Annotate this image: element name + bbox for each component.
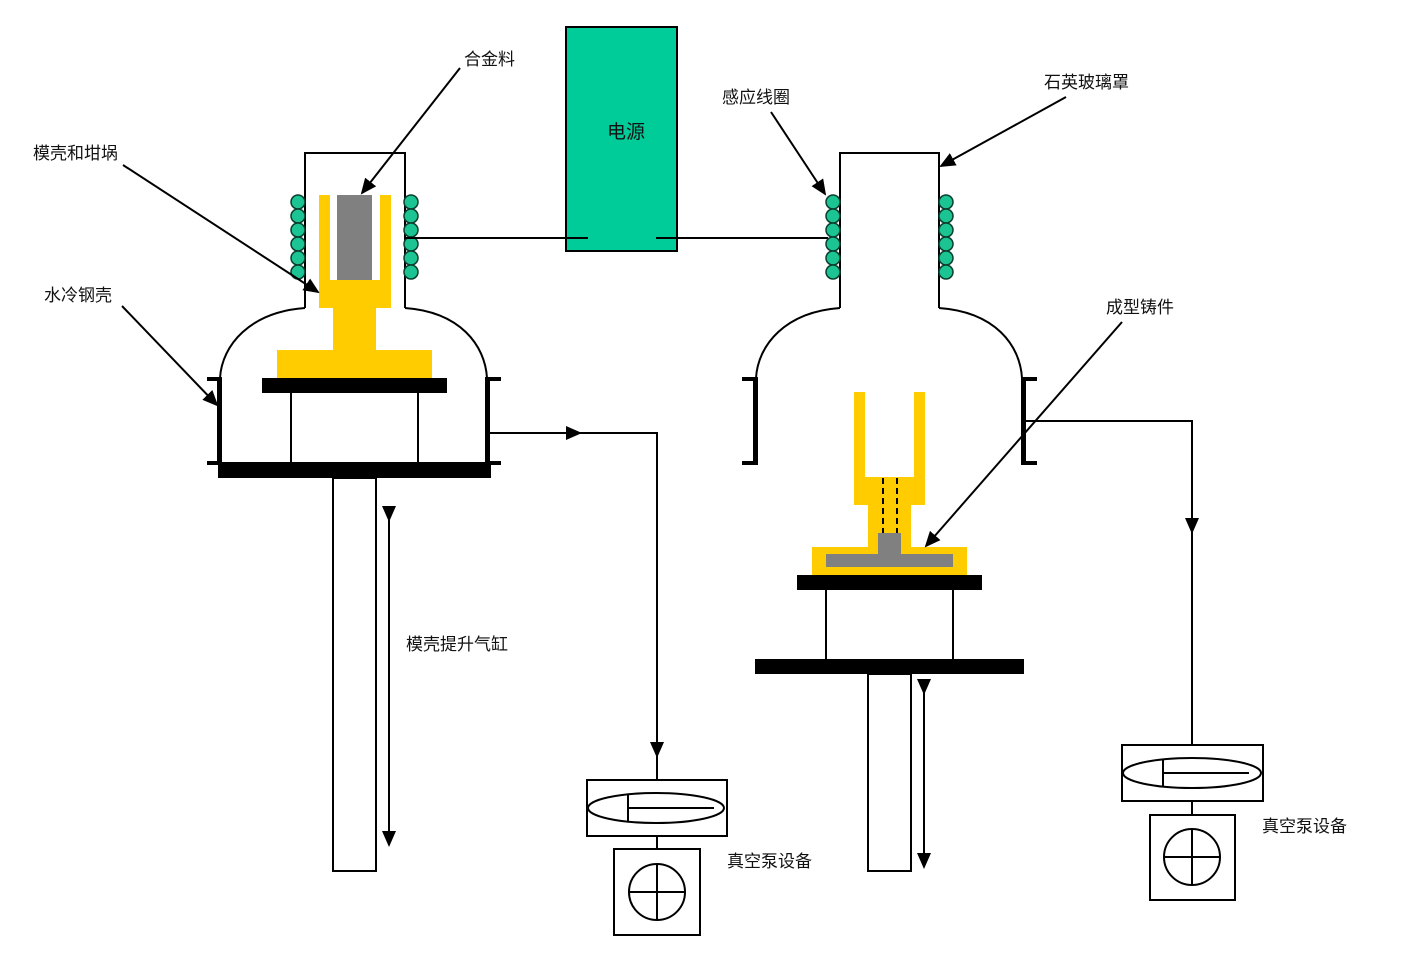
right-formed-casting bbox=[826, 533, 953, 567]
label-quartz-cover: 石英玻璃罩 bbox=[1044, 73, 1129, 93]
right-water-cooled-shell bbox=[742, 377, 1037, 465]
label-vacuum-pump-left: 真空泵设备 bbox=[727, 852, 812, 872]
coil-turn bbox=[290, 208, 306, 224]
coil-turn bbox=[825, 194, 841, 210]
leader-water-cooled-shell bbox=[121, 305, 219, 407]
label-mold-crucible: 模壳和坩埚 bbox=[33, 144, 118, 164]
coil-turn bbox=[825, 236, 841, 252]
coil-turn bbox=[290, 250, 306, 266]
coil-turn bbox=[825, 222, 841, 238]
left-chamber bbox=[207, 152, 501, 872]
coil-turn bbox=[938, 208, 954, 224]
left-dome-right bbox=[404, 307, 488, 379]
leader-formed-casting bbox=[924, 321, 1123, 548]
right-platform-plate bbox=[797, 575, 982, 590]
right-chamber bbox=[742, 152, 1037, 872]
coil-turn bbox=[403, 222, 419, 238]
left-base-plate bbox=[218, 462, 491, 478]
label-mold-lift-cylinder: 模壳提升气缸 bbox=[406, 634, 508, 655]
right-vacuum-line bbox=[1024, 420, 1199, 745]
left-lift-cylinder bbox=[332, 477, 377, 872]
leader-quartz-cover bbox=[939, 96, 1067, 167]
left-alloy-charge bbox=[337, 195, 372, 280]
label-vacuum-pump-right: 真空泵设备 bbox=[1262, 817, 1347, 837]
label-induction-coil: 感应线圈 bbox=[722, 88, 790, 108]
label-water-cooled-shell: 水冷钢壳 bbox=[44, 286, 112, 306]
left-platform-plate bbox=[262, 378, 447, 393]
leader-alloy-charge bbox=[360, 67, 461, 195]
left-dome bbox=[219, 307, 306, 379]
coil-turn bbox=[290, 194, 306, 210]
right-quartz-cover bbox=[839, 152, 940, 308]
right-dome-right bbox=[938, 307, 1023, 379]
label-alloy-charge: 合金料 bbox=[464, 50, 515, 70]
coil-turn bbox=[290, 236, 306, 252]
coil-turn bbox=[403, 250, 419, 266]
left-induction-coil bbox=[290, 194, 419, 280]
coil-turn bbox=[938, 236, 954, 252]
coil-turn bbox=[938, 250, 954, 266]
label-power-supply: 电源 bbox=[607, 121, 645, 143]
coil-turn bbox=[825, 208, 841, 224]
power-supply bbox=[405, 26, 828, 252]
right-dome bbox=[755, 307, 841, 379]
leader-induction-coil bbox=[770, 111, 827, 196]
left-vacuum-pump bbox=[586, 779, 728, 936]
right-induction-coil bbox=[825, 194, 954, 280]
left-mold-crucible bbox=[277, 195, 432, 378]
left-water-cooled-shell bbox=[207, 377, 501, 465]
right-base-plate bbox=[755, 659, 1024, 674]
coil-turn bbox=[403, 236, 419, 252]
left-vacuum-line bbox=[490, 426, 664, 780]
coil-turn bbox=[403, 208, 419, 224]
coil-turn bbox=[938, 222, 954, 238]
right-lift-cylinder bbox=[867, 673, 912, 872]
coil-turn bbox=[825, 250, 841, 266]
leader-mold-crucible bbox=[122, 164, 320, 294]
coil-turn bbox=[403, 194, 419, 210]
coil-turn bbox=[290, 222, 306, 238]
right-vacuum-pump bbox=[1121, 744, 1264, 901]
label-formed-casting: 成型铸件 bbox=[1106, 298, 1174, 318]
coil-turn bbox=[938, 194, 954, 210]
coil-turn bbox=[825, 264, 841, 280]
coil-turn bbox=[403, 264, 419, 280]
coil-turn bbox=[938, 264, 954, 280]
